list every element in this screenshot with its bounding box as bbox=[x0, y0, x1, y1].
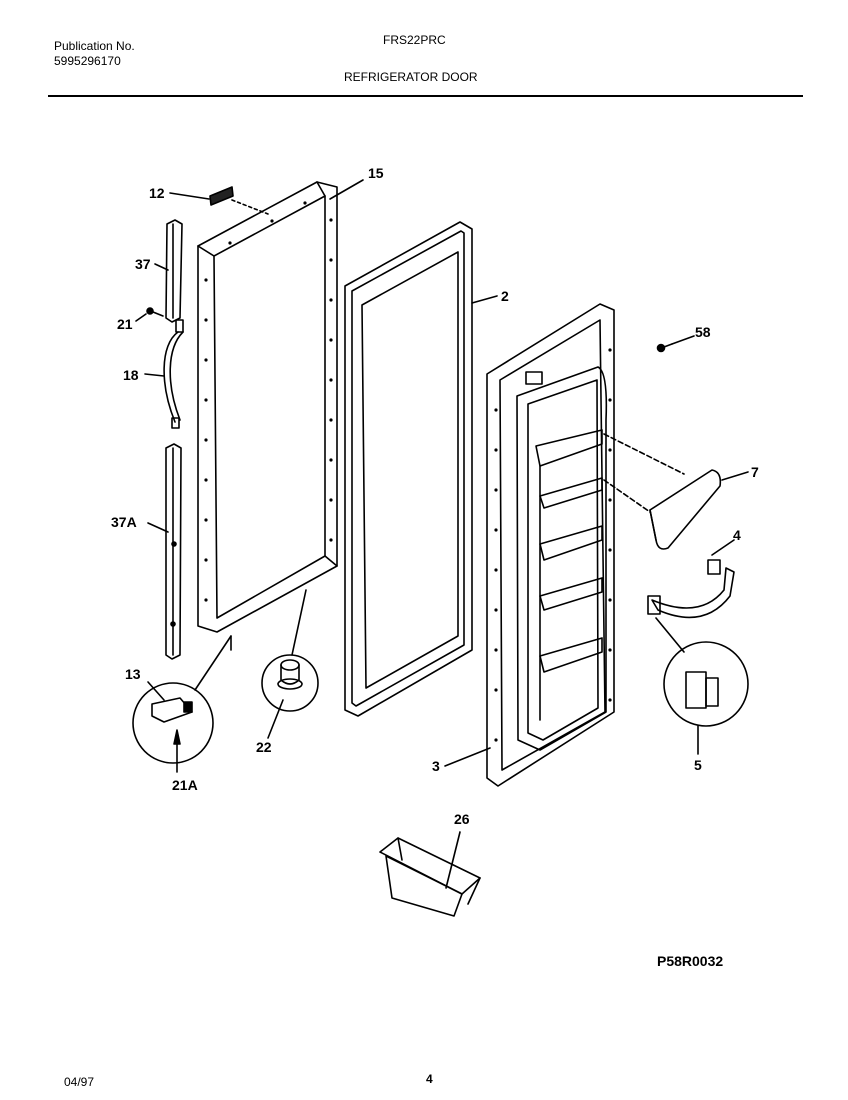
callout-37: 37 bbox=[135, 256, 151, 272]
part-37a-trim-strip bbox=[147, 443, 182, 660]
footer-date: 04/97 bbox=[64, 1075, 95, 1089]
callout-37a: 37A bbox=[111, 514, 137, 530]
part-26-tray bbox=[379, 831, 481, 917]
part-2-door-gasket bbox=[344, 221, 498, 717]
part-13-hinge-detail bbox=[132, 635, 232, 773]
part-3-inner-door-liner bbox=[444, 303, 615, 787]
part-7-door-bin bbox=[603, 433, 749, 550]
callout-3: 3 bbox=[432, 758, 440, 774]
callout-4: 4 bbox=[733, 527, 741, 543]
publication-number: 5995296170 bbox=[54, 54, 121, 68]
callout-2: 2 bbox=[501, 288, 509, 304]
part-18-door-handle bbox=[144, 319, 184, 429]
section-title: REFRIGERATOR DOOR bbox=[344, 70, 478, 84]
callout-22: 22 bbox=[256, 739, 272, 755]
callout-21a: 21A bbox=[172, 777, 198, 793]
callout-26: 26 bbox=[454, 811, 470, 827]
callout-18: 18 bbox=[123, 367, 139, 383]
diagram-code: P58R0032 bbox=[657, 953, 724, 969]
callout-21: 21 bbox=[117, 316, 133, 332]
callout-7: 7 bbox=[751, 464, 759, 480]
callout-15: 15 bbox=[368, 165, 384, 181]
part-37-trim-strip bbox=[154, 219, 183, 323]
part-21-screw bbox=[135, 307, 164, 322]
part-4-bin-bracket bbox=[647, 539, 735, 653]
callout-12: 12 bbox=[149, 185, 165, 201]
callout-13: 13 bbox=[125, 666, 141, 682]
callout-5: 5 bbox=[694, 757, 702, 773]
part-58-screw bbox=[656, 335, 695, 353]
model-number: FRS22PRC bbox=[383, 33, 446, 47]
part-22-bushing-detail bbox=[261, 589, 319, 739]
callout-58: 58 bbox=[695, 324, 711, 340]
part-15-door-frame bbox=[197, 179, 364, 633]
publication-label: Publication No. bbox=[54, 39, 135, 53]
part-5-clip-detail bbox=[663, 641, 749, 755]
part-12-label-plate bbox=[169, 186, 269, 215]
page-number: 4 bbox=[426, 1072, 433, 1086]
header-rule bbox=[48, 95, 803, 97]
